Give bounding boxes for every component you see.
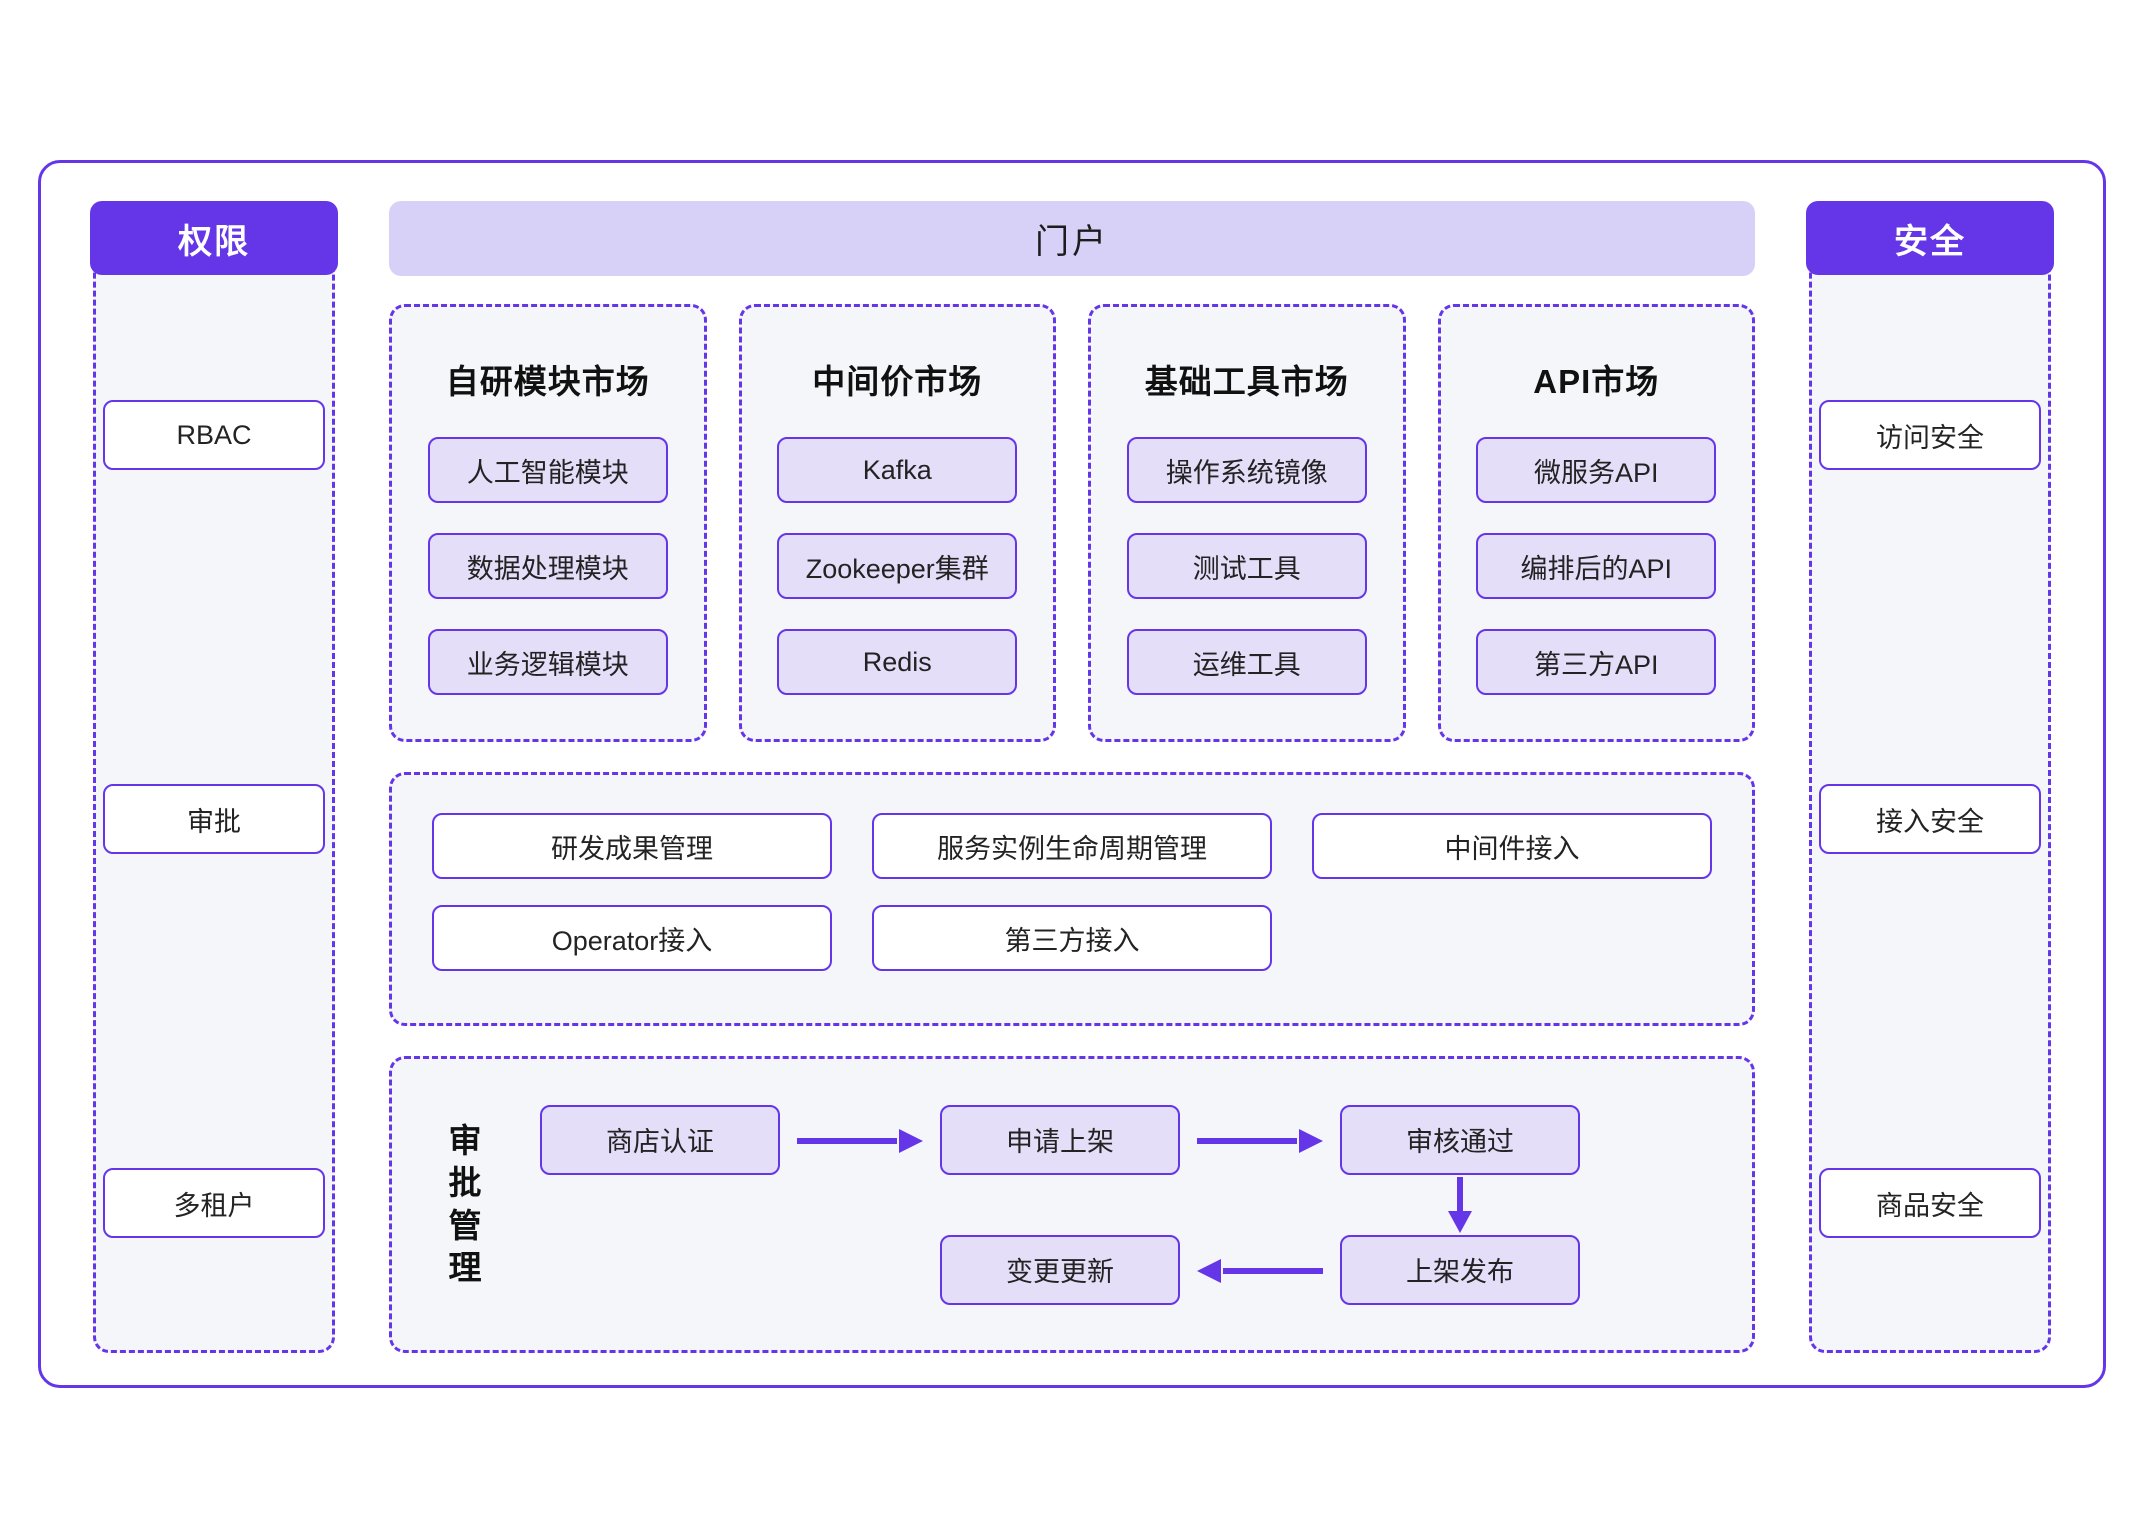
market-item[interactable]: 运维工具 xyxy=(1126,629,1367,695)
market-item-label: 操作系统镜像 xyxy=(1165,457,1328,488)
market-item[interactable]: 编排后的API xyxy=(1476,533,1717,599)
arrow-down-icon xyxy=(1448,1176,1472,1233)
permission-panel-header: 权限 xyxy=(90,201,338,275)
permission-item-label: RBAC xyxy=(176,419,252,450)
permission-item-approval[interactable]: 审批 xyxy=(103,784,325,854)
security-panel: 访问安全 接入安全 商品安全 xyxy=(1809,249,2051,1353)
security-panel-header: 安全 xyxy=(1806,201,2054,275)
market-item[interactable]: 操作系统镜像 xyxy=(1126,437,1367,503)
architecture-diagram-frame: RBAC 审批 多租户 权限 门户 自研模块市场 人工智能模块 xyxy=(38,160,2106,1388)
market-item-label: 第三方API xyxy=(1533,649,1659,680)
flow-step-review-passed[interactable]: 审核通过 xyxy=(1340,1104,1580,1175)
flow-step-change-update[interactable]: 变更更新 xyxy=(940,1234,1180,1305)
approval-flow-grid: 商店认证 申请上架 审核通过 xyxy=(540,1104,1708,1306)
capability-item-label: 服务实例生命周期管理 xyxy=(937,833,1207,864)
market-title: 基础工具市场 xyxy=(1144,363,1349,400)
permission-header-label: 权限 xyxy=(178,222,250,261)
security-item-label: 访问安全 xyxy=(1876,422,1984,453)
flow-spacer xyxy=(1260,1204,1261,1205)
approval-label-char: 审 xyxy=(448,1122,482,1160)
capability-item[interactable]: 第三方接入 xyxy=(872,905,1272,971)
market-item-label: 测试工具 xyxy=(1192,553,1301,584)
capability-item[interactable]: 研发成果管理 xyxy=(432,813,832,879)
market-title: API市场 xyxy=(1533,363,1660,400)
approval-label-char: 管 xyxy=(448,1206,482,1244)
capability-row-2: Operator接入 第三方接入 xyxy=(432,905,1712,971)
market-item[interactable]: Redis xyxy=(777,629,1018,695)
security-header-label: 安全 xyxy=(1894,222,1966,261)
markets-row: 自研模块市场 人工智能模块 数据处理模块 业务逻辑模块 中间价市场 Kafka … xyxy=(389,304,1755,742)
arrow-left-icon xyxy=(1197,1258,1323,1283)
permission-column: RBAC 审批 多租户 权限 xyxy=(69,201,359,1353)
permission-item-label: 多租户 xyxy=(173,1190,255,1221)
flow-step-label: 变更更新 xyxy=(1006,1257,1114,1287)
market-api: API市场 微服务API 编排后的API 第三方API xyxy=(1437,304,1755,742)
capability-item[interactable]: Operator接入 xyxy=(432,905,832,971)
security-item-connection[interactable]: 接入安全 xyxy=(1819,784,2041,854)
approval-label-char: 理 xyxy=(448,1248,482,1286)
portal-bar: 门户 xyxy=(389,201,1755,276)
market-base-tools: 基础工具市场 操作系统镜像 测试工具 运维工具 xyxy=(1088,304,1406,742)
permission-panel: RBAC 审批 多租户 xyxy=(93,249,335,1353)
market-item-label: 数据处理模块 xyxy=(466,553,629,584)
flow-spacer xyxy=(660,1204,661,1205)
permission-item-label: 审批 xyxy=(187,806,241,837)
capability-item[interactable]: 服务实例生命周期管理 xyxy=(872,813,1272,879)
capability-band: 研发成果管理 服务实例生命周期管理 中间件接入 Operator接入 第三方接入 xyxy=(389,772,1755,1026)
capability-item[interactable]: 中间件接入 xyxy=(1312,813,1712,879)
flow-spacer xyxy=(860,1204,861,1205)
portal-title: 门户 xyxy=(1035,223,1109,261)
flow-step-label: 商店认证 xyxy=(606,1127,714,1157)
flow-step-publish[interactable]: 上架发布 xyxy=(1340,1234,1580,1305)
capability-row-1: 研发成果管理 服务实例生命周期管理 中间件接入 xyxy=(432,813,1712,879)
flow-step-apply-listing[interactable]: 申请上架 xyxy=(940,1104,1180,1175)
market-middleware: 中间价市场 Kafka Zookeeper集群 Redis xyxy=(738,304,1056,742)
market-item-label: 人工智能模块 xyxy=(466,457,629,488)
market-item-label: 运维工具 xyxy=(1192,649,1301,680)
market-item-label: Redis xyxy=(862,646,932,677)
security-item-access[interactable]: 访问安全 xyxy=(1819,400,2041,470)
security-column: 访问安全 接入安全 商品安全 安全 xyxy=(1785,201,2075,1353)
capability-item-label: 第三方接入 xyxy=(1004,925,1140,956)
security-item-product[interactable]: 商品安全 xyxy=(1819,1168,2041,1238)
market-title: 中间价市场 xyxy=(812,363,983,400)
market-item-label: 微服务API xyxy=(1533,457,1659,488)
market-item-label: Kafka xyxy=(862,454,932,485)
approval-label-char: 批 xyxy=(448,1164,482,1202)
market-item-label: 业务逻辑模块 xyxy=(466,649,629,680)
permission-item-multitenant[interactable]: 多租户 xyxy=(103,1168,325,1238)
approval-management-label: 审 批 管 理 xyxy=(436,1120,494,1289)
market-item[interactable]: 测试工具 xyxy=(1126,533,1367,599)
approval-band: 审 批 管 理 商店认证 申请上架 审核通过 xyxy=(389,1056,1755,1353)
market-item[interactable]: Kafka xyxy=(777,437,1018,503)
market-self-developed: 自研模块市场 人工智能模块 数据处理模块 业务逻辑模块 xyxy=(389,304,707,742)
arrow-right-icon xyxy=(1197,1128,1323,1153)
center-column: 门户 自研模块市场 人工智能模块 数据处理模块 业务逻辑模块 中间价市场 Kaf… xyxy=(389,201,1755,1353)
capability-item-label: 中间件接入 xyxy=(1444,833,1580,864)
flow-step-label: 审核通过 xyxy=(1406,1127,1514,1157)
market-item[interactable]: 人工智能模块 xyxy=(427,437,668,503)
flow-step-shop-certification[interactable]: 商店认证 xyxy=(540,1104,780,1175)
flow-spacer xyxy=(860,1269,861,1270)
market-item-label: Zookeeper集群 xyxy=(805,553,989,584)
capability-item-label: 研发成果管理 xyxy=(551,833,713,864)
market-title: 自研模块市场 xyxy=(445,363,650,400)
flow-step-label: 上架发布 xyxy=(1406,1257,1514,1287)
flow-spacer xyxy=(1060,1204,1061,1205)
flow-step-label: 申请上架 xyxy=(1006,1127,1114,1157)
market-item[interactable]: 微服务API xyxy=(1476,437,1717,503)
arrow-right-icon xyxy=(797,1128,923,1153)
market-item[interactable]: 业务逻辑模块 xyxy=(427,629,668,695)
market-item[interactable]: 数据处理模块 xyxy=(427,533,668,599)
market-item[interactable]: Zookeeper集群 xyxy=(777,533,1018,599)
capability-item-label: Operator接入 xyxy=(551,925,713,956)
security-item-label: 商品安全 xyxy=(1876,1190,1984,1221)
security-item-label: 接入安全 xyxy=(1876,806,1984,837)
market-item-label: 编排后的API xyxy=(1520,553,1673,584)
flow-spacer xyxy=(660,1269,661,1270)
permission-item-rbac[interactable]: RBAC xyxy=(103,400,325,470)
market-item[interactable]: 第三方API xyxy=(1476,629,1717,695)
